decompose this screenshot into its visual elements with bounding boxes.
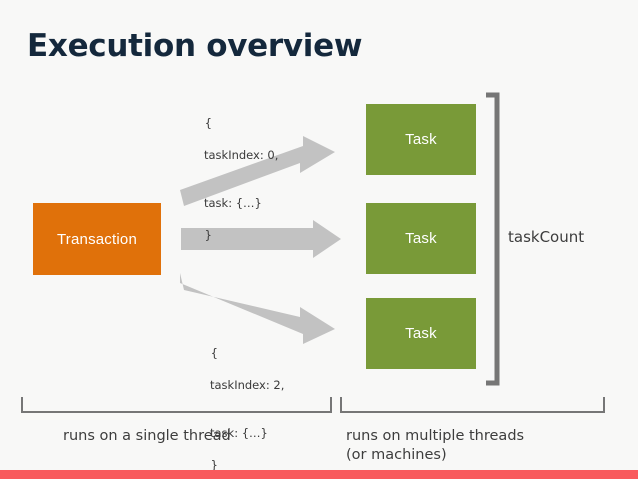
code-open-brace: { xyxy=(204,116,212,130)
transaction-node[interactable]: Transaction xyxy=(33,203,161,275)
code-line-task-index: taskIndex: 0, xyxy=(204,148,279,162)
code-snippet-task-2: { taskIndex: 2, task: {…} } xyxy=(196,329,284,479)
taskcount-bracket xyxy=(486,92,500,386)
code-line-task-index: taskIndex: 2, xyxy=(210,378,285,392)
task-node[interactable]: Task xyxy=(366,104,476,175)
code-snippet-task-0: { taskIndex: 0, task: {…} } xyxy=(190,99,278,259)
task-node[interactable]: Task xyxy=(366,298,476,369)
code-line-task-object: task: {…} xyxy=(210,426,268,440)
task-node[interactable]: Task xyxy=(366,203,476,274)
code-close-brace: } xyxy=(210,458,218,472)
code-open-brace: { xyxy=(210,346,218,360)
code-line-task-object: task: {…} xyxy=(204,196,262,210)
page-title: Execution overview xyxy=(27,28,363,64)
accent-bar xyxy=(0,470,638,479)
multi-thread-label: runs on multiple threads (or machines) xyxy=(346,428,525,463)
single-thread-label: runs on a single thread xyxy=(63,428,231,444)
code-close-brace: } xyxy=(204,228,212,242)
bracket-multi-thread xyxy=(340,397,605,413)
taskcount-label: taskCount xyxy=(508,228,585,246)
bracket-single-thread xyxy=(21,397,332,413)
